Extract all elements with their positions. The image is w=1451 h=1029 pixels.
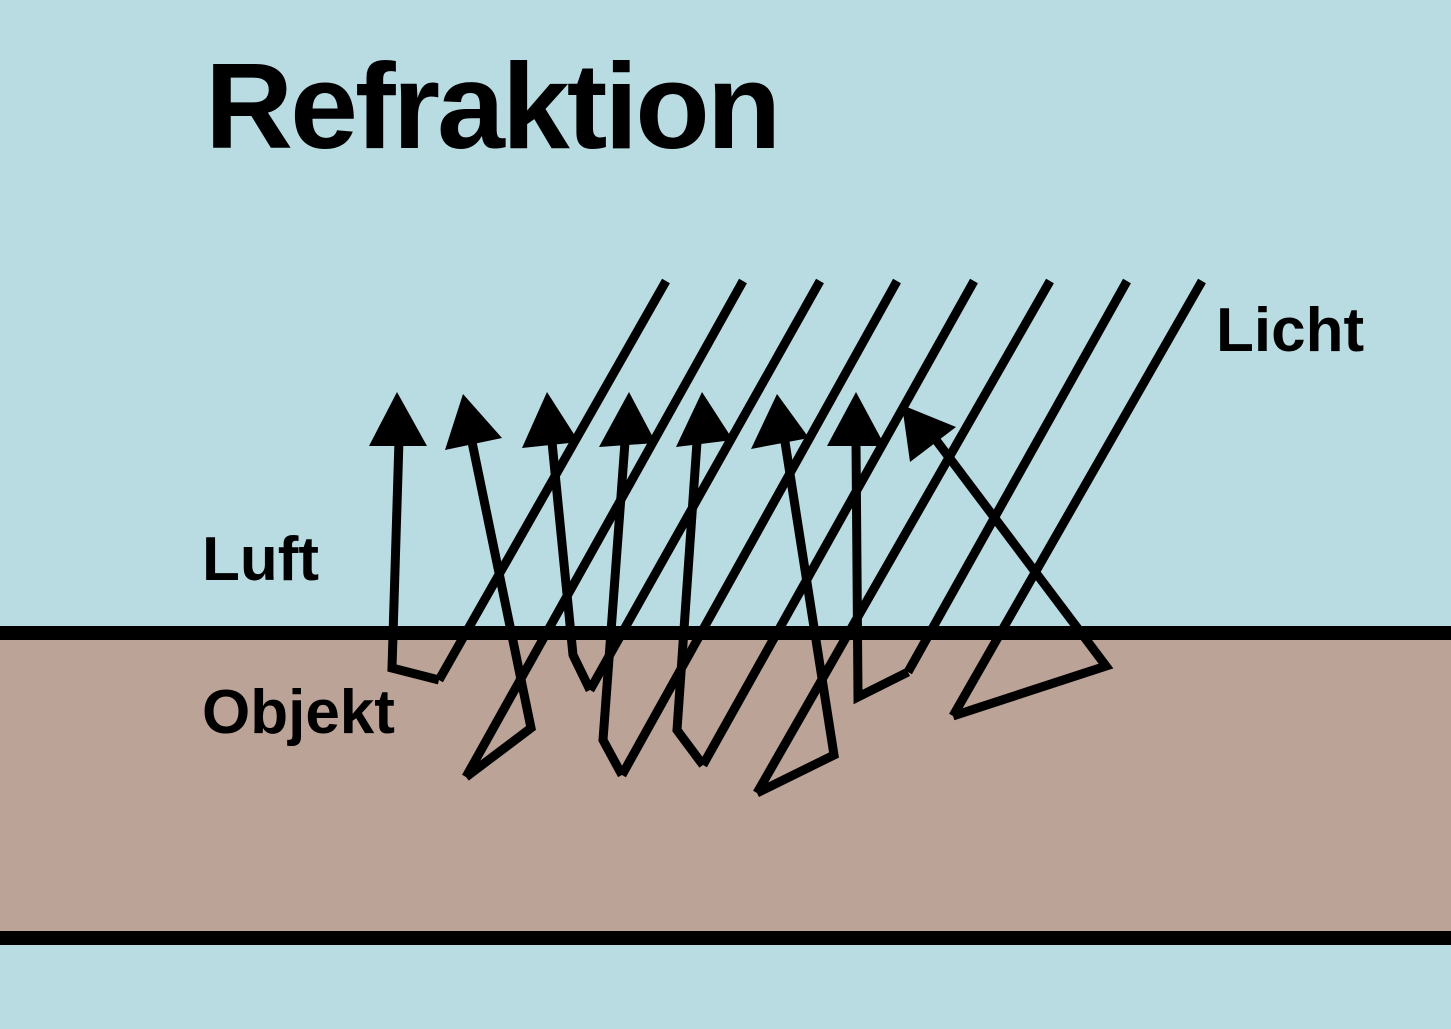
incoming-ray-4 bbox=[618, 278, 901, 778]
refracted-light-rays bbox=[369, 392, 1114, 798]
arrowhead-7 bbox=[827, 392, 885, 446]
arrowhead-2 bbox=[445, 394, 502, 450]
arrowhead-1 bbox=[369, 392, 427, 446]
incoming-ray-6 bbox=[753, 278, 1054, 796]
refracted-ray-7 bbox=[851, 441, 911, 705]
light-label: Licht bbox=[1216, 296, 1364, 365]
refracted-ray-5 bbox=[672, 441, 707, 768]
arrowhead-6 bbox=[751, 394, 809, 449]
arrowhead-8 bbox=[902, 405, 956, 462]
arrowhead-3 bbox=[522, 392, 579, 448]
incoming-ray-2 bbox=[462, 278, 747, 780]
incoming-ray-7 bbox=[904, 278, 1131, 675]
arrowhead-5 bbox=[676, 392, 733, 447]
refracted-ray-3 bbox=[547, 441, 595, 692]
refracted-ray-1 bbox=[387, 439, 441, 685]
refracted-ray-4 bbox=[598, 441, 630, 778]
object-label: Objekt bbox=[202, 678, 395, 747]
diagram-title: Refraktion bbox=[205, 38, 778, 174]
refracted-ray-2 bbox=[463, 441, 536, 781]
refracted-ray-6 bbox=[755, 441, 839, 798]
incoming-ray-8 bbox=[949, 278, 1206, 719]
incoming-ray-5 bbox=[699, 278, 978, 768]
air-label: Luft bbox=[202, 525, 319, 594]
incoming-ray-3 bbox=[586, 278, 824, 693]
refracted-ray-8 bbox=[926, 429, 1114, 721]
arrowhead-4 bbox=[599, 392, 656, 447]
object-layer bbox=[0, 633, 1451, 938]
